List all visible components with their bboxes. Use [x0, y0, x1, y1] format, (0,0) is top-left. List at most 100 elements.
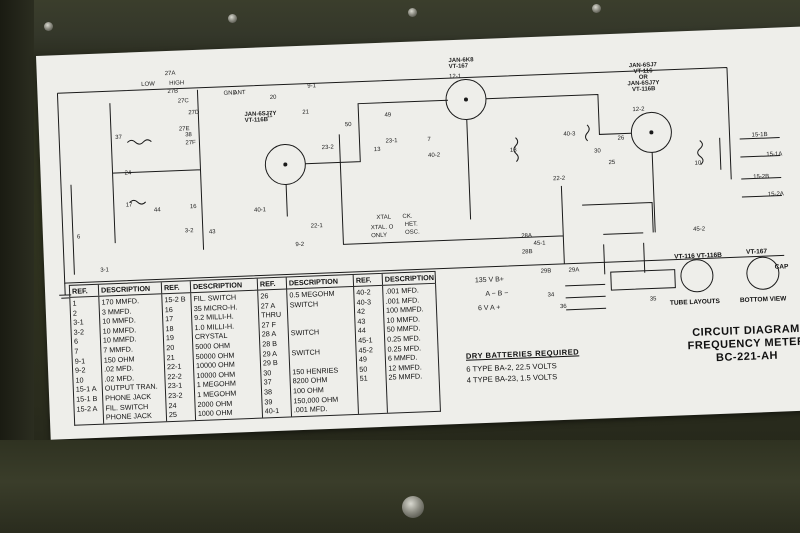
schematic-drawing — [56, 66, 785, 311]
tube-layout-cap: CAP — [774, 263, 789, 271]
component-label: 16 — [189, 203, 197, 211]
battery-title: DRY BATTERIES REQUIRED — [465, 347, 580, 361]
component-label: 28A — [521, 233, 533, 240]
ref-cell: 15-1 B — [76, 393, 98, 404]
component-label: 29A — [568, 267, 580, 274]
circuit-diagram-plate: JAN-6SJ7Y VT-116B JAN-6K8 VT-167 JAN-6SJ… — [36, 26, 800, 440]
ref-cell: 51 — [359, 373, 368, 384]
ref-cell: 25 — [168, 409, 178, 420]
component-label: 12-1 — [449, 73, 462, 81]
component-label: 50 — [344, 121, 352, 129]
component-label: 15-1A — [766, 151, 783, 159]
component-label: 27D — [188, 109, 200, 117]
description-cell: 1000 OHM — [197, 407, 233, 419]
case-bottom-ledge — [0, 440, 800, 533]
battery-terminal: 135 V B+ — [474, 276, 505, 285]
component-label: 40-2 — [428, 152, 441, 160]
description-cell: .001 MFD. — [293, 404, 328, 415]
battery-terminal: 6 V A + — [477, 304, 501, 313]
header-ref: REF. — [257, 277, 288, 290]
component-label: 26 — [617, 135, 625, 142]
component-label: ANT — [233, 89, 246, 97]
component-label: 3-2 — [184, 228, 194, 235]
component-label: 30 — [593, 148, 601, 155]
component-label: 21 — [302, 109, 310, 116]
component-label: 36 — [559, 303, 567, 311]
component-label: 11 — [266, 112, 273, 120]
parts-table: REF. DESCRIPTION REF. DESCRIPTION REF. D… — [68, 270, 441, 426]
component-label: 22-1 — [310, 223, 323, 230]
component-label: 6 — [76, 234, 81, 241]
component-label: 17 — [125, 202, 133, 209]
component-label: 45-2 — [693, 226, 706, 233]
tube-label-line: VT-116B — [631, 86, 656, 94]
component-label: 44 — [153, 207, 161, 214]
component-label: 24 — [124, 170, 132, 177]
component-label: 18 — [509, 147, 517, 154]
component-label: XTAL — [376, 214, 392, 222]
component-label: 40-1 — [253, 207, 267, 214]
screw-icon — [44, 22, 53, 31]
component-label: ONLY — [371, 232, 388, 240]
tube-layout-label: VT-167 — [745, 248, 768, 256]
component-label: OSC. — [404, 229, 420, 236]
diagram-title: CIRCUIT DIAGRAM FREQUENCY METER BC-221-A… — [687, 323, 800, 366]
description-cell: PHONE JACK — [105, 410, 152, 422]
component-label: 10 — [694, 160, 702, 167]
battery-terminal: A − B − — [485, 290, 509, 298]
component-label: 37 — [115, 134, 123, 142]
tube-label: JAN-6SJ7 VT-116 OR JAN-6SJ7Y VT-116B — [627, 62, 660, 93]
component-label: 28B — [521, 249, 533, 256]
component-label: 7 — [427, 136, 431, 144]
component-label: CK. — [402, 213, 413, 221]
description-column: .001 MFD..001 MFD.100 MMFD.10 MMFD.50 MM… — [383, 284, 440, 413]
component-label: 27B — [167, 88, 179, 95]
screw-icon — [592, 4, 601, 13]
component-label: 22-2 — [552, 175, 566, 183]
component-label: 9-1 — [307, 83, 317, 90]
component-label: 12-2 — [632, 106, 645, 114]
component-label: 3-1 — [100, 267, 110, 274]
component-label: 15-1B — [751, 131, 768, 139]
component-label: 27A — [164, 70, 176, 78]
component-label: 34 — [547, 292, 555, 299]
component-label: 15-2B — [753, 173, 770, 181]
ref-cell: 15-2 A — [76, 403, 98, 414]
component-label: 49 — [384, 112, 392, 119]
component-label: 25 — [608, 159, 616, 167]
component-label: 43 — [208, 229, 216, 236]
component-label: XTAL. O — [370, 224, 394, 232]
thumb-screw-icon — [402, 496, 424, 518]
component-label: 23-2 — [321, 144, 334, 152]
component-label: 13 — [373, 146, 381, 154]
screw-icon — [408, 8, 417, 17]
component-label: 45-1 — [533, 240, 546, 248]
component-label: 35 — [649, 296, 657, 303]
header-ref: REF. — [353, 273, 384, 286]
ref-cell: 15-2 B — [164, 294, 186, 305]
component-label: 9-2 — [295, 241, 305, 249]
component-label: HIGH — [169, 80, 185, 87]
description-cell: 25 MMFD. — [388, 371, 423, 383]
screw-icon — [228, 14, 237, 23]
header-ref: REF. — [69, 284, 100, 297]
battery-requirements: DRY BATTERIES REQUIRED 6 TYPE BA-2, 22.5… — [466, 345, 581, 386]
tube-label: JAN-6K8 VT-167 — [448, 57, 473, 70]
component-label: 15-2A — [767, 191, 784, 199]
tube-label-line: VT-167 — [448, 63, 469, 71]
header-description: DESCRIPTION — [384, 272, 435, 284]
component-label: LOW — [141, 81, 155, 88]
component-label: HET. — [404, 221, 418, 228]
component-label: 38 — [185, 132, 192, 139]
battery-line: 4 TYPE BA-23, 1.5 VOLTS — [466, 372, 558, 385]
component-label: 20 — [269, 94, 277, 102]
component-label: 27F — [185, 139, 196, 147]
description-column: 170 MMFD.3 MMFD.10 MMFD.10 MMFD.10 MMFD.… — [99, 294, 168, 424]
component-label: 40-3 — [563, 131, 576, 138]
component-label: 29B — [540, 268, 552, 275]
ref-cell: 40-1 — [264, 406, 280, 416]
